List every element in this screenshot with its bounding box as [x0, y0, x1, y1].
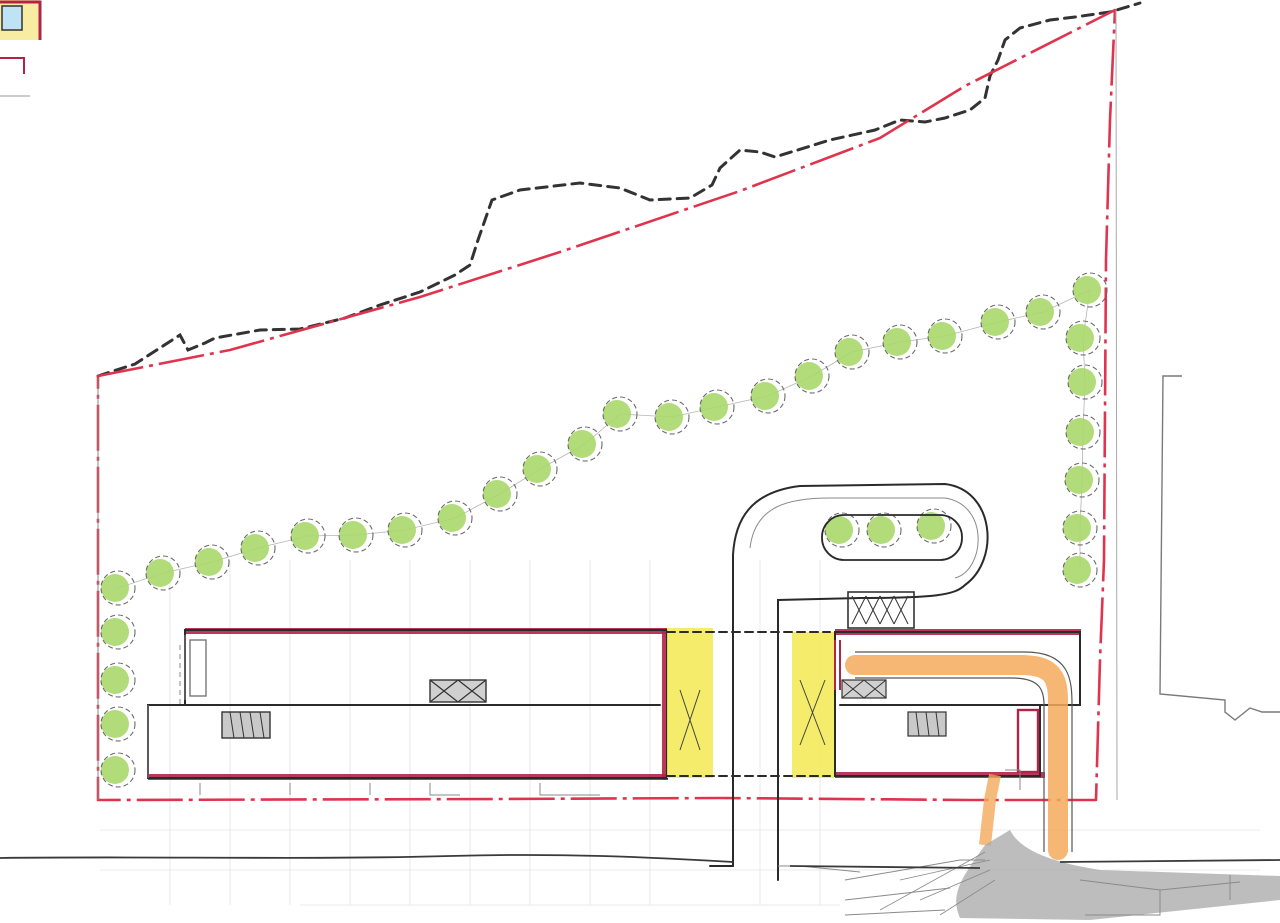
tree-outline [387, 512, 423, 548]
tree-outline [338, 517, 374, 553]
tree-outline [1062, 510, 1098, 546]
tree-canopy [981, 308, 1009, 336]
pedestrian-path [845, 651, 1073, 860]
tree-canopy [1068, 368, 1096, 396]
tree-outline [100, 662, 136, 698]
tree-outline [100, 706, 136, 742]
tree-canopy [241, 534, 269, 562]
corner-fragment [0, 0, 42, 97]
property-line [96, 8, 1117, 802]
yellow-zone [666, 628, 834, 778]
tree-canopy [101, 574, 129, 602]
tree-canopy [835, 338, 863, 366]
tree-outline [240, 530, 276, 566]
tree-outline [100, 752, 136, 788]
tree-outline [1025, 294, 1061, 330]
tree-outline [522, 451, 558, 487]
tree-canopy [101, 710, 129, 738]
tree-canopy [101, 756, 129, 784]
tree-outline [916, 508, 952, 544]
tree-canopy [655, 403, 683, 431]
tree-row [100, 272, 1108, 788]
tree-outline [750, 378, 786, 414]
tree-canopy [101, 618, 129, 646]
tree-canopy [603, 400, 631, 428]
tree-canopy [795, 362, 823, 390]
property-line-guide [1115, 9, 1118, 801]
tree-canopy [751, 382, 779, 410]
tree-canopy [825, 516, 853, 544]
tree-canopy [438, 504, 466, 532]
tree-canopy [1073, 276, 1101, 304]
tree-outline [882, 324, 918, 360]
tree-outline [834, 334, 870, 370]
tree-outline [1072, 272, 1108, 308]
tree-outline [1067, 364, 1103, 400]
tree-outline [824, 512, 860, 548]
neighbor-building-outline [1159, 375, 1280, 721]
tree-canopy [568, 430, 596, 458]
tree-canopy [1063, 514, 1091, 542]
tree-outline [654, 399, 690, 435]
tree-canopy [339, 521, 367, 549]
tree-row-guide [117, 289, 1091, 589]
tree-outline [1064, 462, 1100, 498]
tree-outline [194, 544, 230, 580]
tree-outline [145, 555, 181, 591]
tree-outline [567, 426, 603, 462]
tree-canopy [1026, 298, 1054, 326]
tree-outline [602, 396, 638, 432]
tree-outline [1065, 320, 1101, 356]
building-west [147, 628, 668, 796]
street-edge [0, 854, 1280, 869]
tree-canopy [928, 322, 956, 350]
tree-outline [794, 358, 830, 394]
tree-outline [1062, 552, 1098, 588]
tree-canopy [483, 480, 511, 508]
tree-outline [437, 500, 473, 536]
tree-canopy [883, 328, 911, 356]
tree-canopy [1065, 466, 1093, 494]
tree-canopy [1066, 418, 1094, 446]
tree-canopy [867, 516, 895, 544]
tree-canopy [700, 393, 728, 421]
tree-outline [100, 570, 136, 606]
tree-canopy [101, 666, 129, 694]
dashed-boundary [96, 1, 1142, 378]
tree-canopy [523, 455, 551, 483]
tree-outline [927, 318, 963, 354]
tree-outline [290, 518, 326, 554]
paved-plaza [844, 830, 1280, 920]
tree-canopy [388, 516, 416, 544]
tree-outline [100, 614, 136, 650]
tree-canopy [195, 548, 223, 576]
tree-outline [980, 304, 1016, 340]
tree-outline [866, 512, 902, 548]
tree-outline [699, 389, 735, 425]
tree-canopy [291, 522, 319, 550]
tree-canopy [917, 512, 945, 540]
tree-outline [482, 476, 518, 512]
building-east [834, 591, 1081, 790]
tree-outline [1065, 414, 1101, 450]
drop-off-loop [709, 482, 989, 881]
tree-canopy [1066, 324, 1094, 352]
tree-canopy [1063, 556, 1091, 584]
stair-core [221, 679, 487, 739]
tree-canopy [146, 559, 174, 587]
